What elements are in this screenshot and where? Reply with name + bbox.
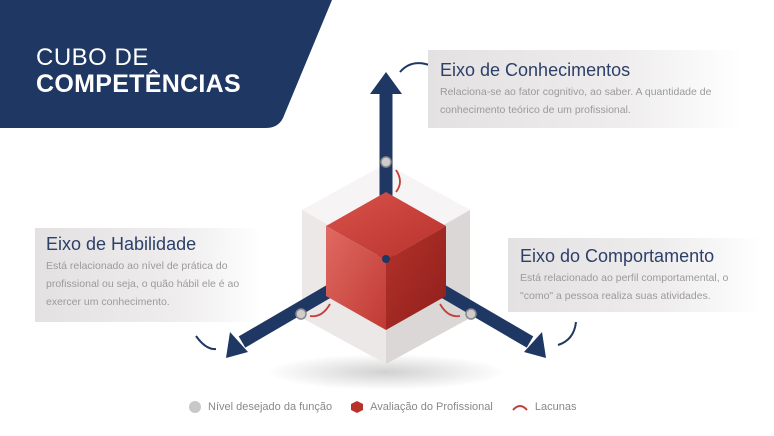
knowledge-axis-title: Eixo de Conhecimentos: [440, 60, 631, 80]
legend-item-assessment: Avaliação do Profissional: [350, 400, 493, 414]
legend-label: Nível desejado da função: [208, 401, 333, 413]
title-banner: [0, 0, 332, 128]
behavior-axis-description: Está relacionado ao perfil comportamenta…: [520, 272, 729, 302]
gap-arc-icon: [512, 405, 528, 411]
title-line1: CUBO DE: [36, 44, 149, 71]
grey-dot-icon: [189, 401, 201, 413]
knowledge-axis-card: Eixo de Conhecimentos Relaciona-se ao fa…: [428, 50, 742, 128]
skill-axis-description: Está relacionado ao nível de prática do …: [46, 260, 240, 308]
legend-item-desired: Nível desejado da função: [188, 400, 332, 414]
gap-arcs: [309, 169, 461, 318]
title-line2: COMPETÊNCIAS: [36, 70, 242, 98]
red-hexagon-icon: [351, 401, 364, 413]
desired-level-markers: [295, 156, 477, 320]
knowledge-axis-description: Relaciona-se ao fator cognitivo, ao sabe…: [440, 86, 712, 116]
skill-axis-card: Eixo de Habilidade Está relacionado ao n…: [35, 228, 263, 322]
legend: Nível desejado da função Avaliação do Pr…: [188, 400, 594, 414]
professional-assessment-cube: [326, 192, 446, 330]
legend-label: Lacunas: [534, 401, 577, 413]
skill-axis-title: Eixo de Habilidade: [46, 234, 197, 254]
legend-label: Avaliação do Profissional: [370, 401, 493, 413]
legend-item-gaps: Lacunas: [511, 400, 577, 414]
behavior-axis-title: Eixo do Comportamento: [520, 246, 715, 266]
behavior-axis-card: Eixo do Comportamento Está relacionado a…: [508, 238, 762, 312]
